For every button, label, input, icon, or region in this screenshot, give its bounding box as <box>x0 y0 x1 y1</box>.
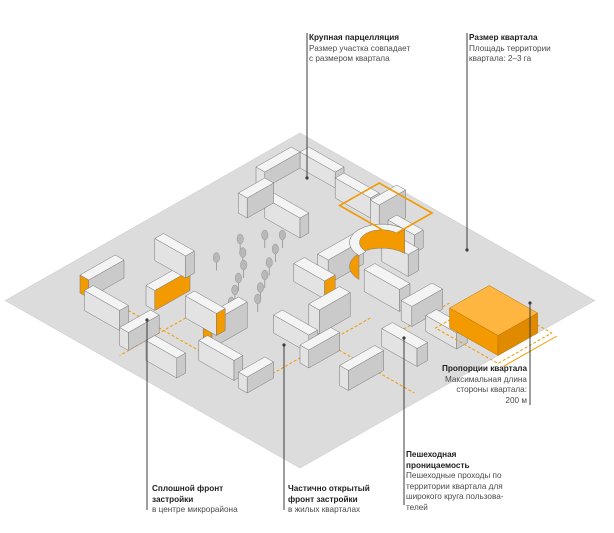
ground-plane <box>4 132 596 469</box>
tree-crown <box>234 272 242 284</box>
tree-crown <box>240 259 248 271</box>
tree-crown <box>254 293 262 305</box>
callout-block-size-text: Площадь территории квартала: 2–3 га <box>469 43 551 64</box>
tree-crown <box>239 247 247 258</box>
callout-block-size-title: Размер квартала <box>469 33 538 42</box>
building-roof <box>369 184 407 206</box>
building-roof <box>185 290 226 314</box>
callout-block-proportions: Пропорции квартала Максимальная длина ст… <box>430 364 527 406</box>
building-roof <box>293 257 336 282</box>
building-roof <box>198 335 244 361</box>
callout-pedestrian: Пешеходная проницаемость Пешеходные прох… <box>406 450 526 513</box>
callout-block-size: Размер квартала Площадь территории кварт… <box>469 33 589 65</box>
callout-large-parcel-text: Размер участка совпадает с размером квар… <box>309 43 411 64</box>
callout-partial-front-title: Частично открытый фронт застройки <box>288 484 370 504</box>
tree-crown <box>236 233 244 245</box>
leader-dot <box>465 248 469 252</box>
leader-dot <box>282 343 286 347</box>
callout-large-parcel: Крупная парцелляция Размер участка совпа… <box>309 33 439 65</box>
building-roof <box>237 177 275 199</box>
ground-slab <box>4 132 596 469</box>
leader-dot <box>528 301 532 305</box>
building-roof <box>119 309 160 333</box>
callout-pedestrian-text: Пешеходные проходы по территории квартал… <box>406 471 504 512</box>
building-roof <box>273 309 319 336</box>
leader-dot <box>145 318 149 322</box>
building-roof <box>363 263 411 290</box>
tree-crown <box>261 229 269 241</box>
building-roof <box>339 345 385 371</box>
leader-dot <box>305 176 309 180</box>
building-roof <box>387 214 424 236</box>
pedestrian-path <box>114 302 213 359</box>
trees <box>212 229 286 315</box>
building-roof <box>381 322 429 349</box>
building-roof <box>334 172 380 199</box>
building-roof <box>308 286 351 311</box>
callout-partial-front-text: в жилых кварталах <box>288 505 361 514</box>
block-massing-roof <box>449 285 539 336</box>
callout-pedestrian-title: Пешеходная проницаемость <box>406 450 470 470</box>
callout-partial-front: Частично открытый фронт застройки в жилы… <box>288 484 398 516</box>
leader-lines <box>145 33 532 510</box>
building-roof <box>400 282 444 307</box>
tree-crown <box>271 243 279 255</box>
highlighted-block-outlines <box>337 182 558 367</box>
callout-block-proportions-text: Максимальная длина стороны квартала: 200… <box>444 374 527 405</box>
tree-crown <box>212 252 220 263</box>
callout-block-proportions-title: Пропорции квартала <box>442 364 527 373</box>
building-roof <box>299 327 341 351</box>
curved-building-roof <box>349 223 406 256</box>
leader-dot <box>402 336 406 340</box>
building-roof <box>145 335 187 359</box>
building-roof <box>299 146 345 173</box>
tree-crown <box>261 269 269 281</box>
callout-solid-front-text: в центре микрорайона <box>152 505 238 514</box>
buildings <box>79 146 468 394</box>
callout-solid-front-title: Сплошной фронт застройки <box>152 484 224 504</box>
tree-crown <box>256 282 264 293</box>
tree-crown <box>265 257 273 268</box>
building-roof <box>255 146 301 173</box>
large-parcel-outline <box>337 182 434 237</box>
callout-solid-front: Сплошной фронт застройки в центре микрор… <box>152 484 262 516</box>
building-roof <box>154 233 195 257</box>
building-roof <box>79 254 125 281</box>
tree-crown <box>278 229 286 241</box>
callout-large-parcel-title: Крупная парцелляция <box>309 33 400 42</box>
tree-crown <box>231 284 239 296</box>
building-roof <box>83 285 129 311</box>
building-roof <box>237 356 275 378</box>
